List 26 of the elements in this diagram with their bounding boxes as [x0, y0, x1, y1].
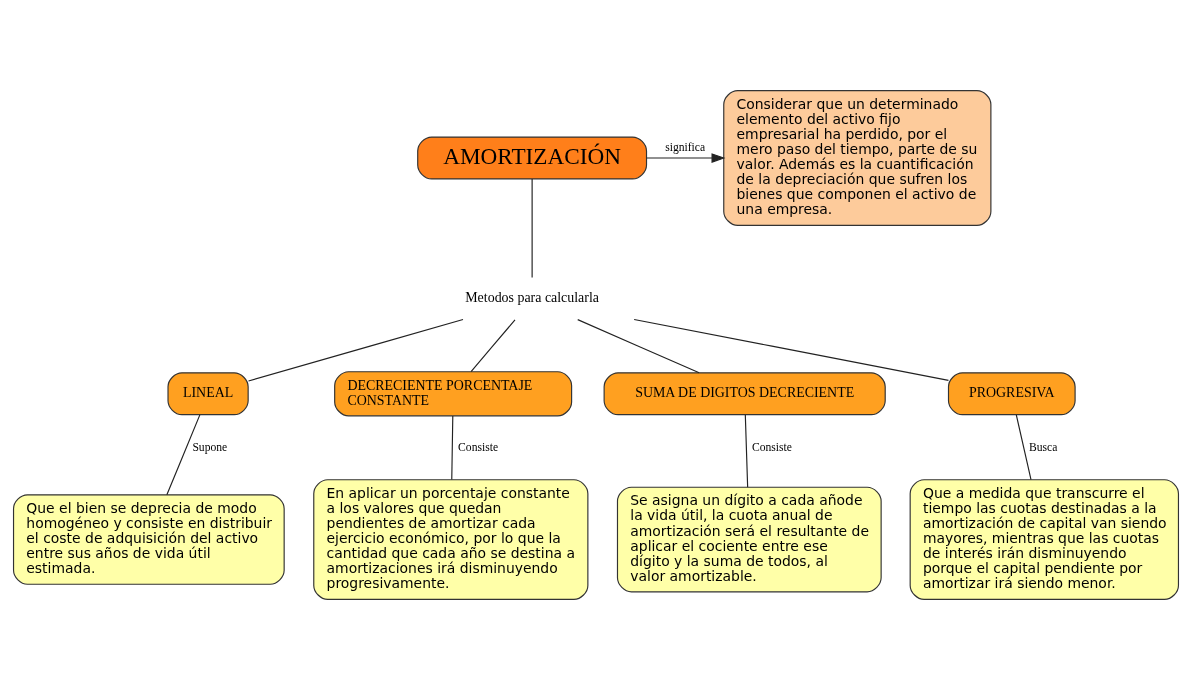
node-box: AMORTIZACIÓN: [417, 136, 648, 180]
node-box: Considerar que un determinado elemento del activo fijo empresarial ha perdido, por el mero paso del tiempo, parte de su valor. Además es la cuantificación de la depreciación que sufren los bienes que componen el activo de una empresa.: [723, 90, 992, 226]
node-box: Que a medida que transcurre el tiempo las cuotas destinadas a la amortización de capital van siendo mayores, mientras que las cuotas de interés irán disminuyendo porque el capital pendiente por amortizar irá siendo menor.: [909, 479, 1180, 600]
node-box: Se asigna un dígito a cada añode la vida útil, la cuota anual de amortización será el resultante de aplicar el cociente entre ese dígito y la suma de todos, al valor amortizable.: [616, 486, 882, 593]
connector: [1015, 414, 1032, 481]
connector: [451, 415, 454, 481]
edge-label: Consiste: [458, 440, 499, 454]
edge-label: Busca: [1028, 440, 1058, 454]
connector: [633, 318, 950, 381]
edge-label: Supone: [192, 440, 228, 454]
node-box: En aplicar un porcentaje constante a los valores que quedan pendientes de amortizar cada ejercicio económico, por lo que la cantidad que cada año se destina a amortizaciones irá disminuyendo progresivamente.: [313, 479, 589, 600]
node-box: DECRECIENTE PORCENTAJE CONSTANTE: [334, 371, 573, 417]
node-text: Metodos para calcularla: [465, 290, 599, 306]
connector: [744, 414, 749, 488]
connector: [577, 319, 700, 374]
connector: [531, 178, 533, 279]
arrow: [646, 153, 726, 163]
node-box: LINEAL: [167, 372, 249, 416]
node-box: Que el bien se deprecia de modo homogéneo y consiste en distribuir el coste de adquisición del activo entre sus años de vida útil estimada.: [12, 494, 285, 585]
connector: [470, 319, 516, 373]
connector: [247, 318, 464, 382]
node-box: SUMA DE DIGITOS DECRECIENTE: [603, 372, 886, 416]
edge-label: significa: [665, 141, 706, 155]
node-box: PROGRESIVA: [947, 372, 1076, 416]
connector: [166, 414, 201, 496]
edge-label: Consiste: [751, 440, 792, 454]
